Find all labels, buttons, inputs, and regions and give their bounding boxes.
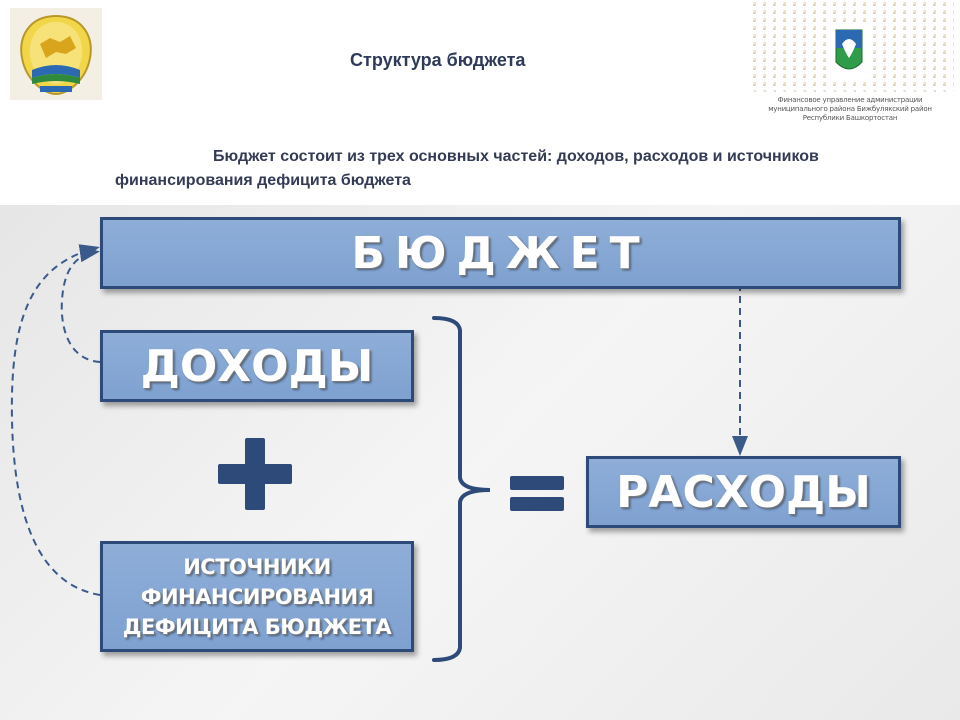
- deficit-sources-label: ИСТОЧНИКИ ФИНАНСИРОВАНИЯ ДЕФИЦИТА БЮДЖЕТ…: [122, 554, 392, 639]
- page-title: Структура бюджета: [350, 50, 526, 70]
- expenses-block: РАСХОДЫ: [586, 456, 901, 528]
- district-coat-of-arms-icon: ƨ: [748, 0, 954, 92]
- budget-block: БЮДЖЕТ: [100, 217, 901, 289]
- header: Структура бюджета ƨ Финансовое управлени…: [0, 0, 960, 205]
- intro-text: Бюджет состоит из трех основных частей: …: [115, 148, 819, 189]
- income-label: ДОХОДЫ: [140, 340, 374, 392]
- expenses-label: РАСХОДЫ: [616, 466, 871, 518]
- deficit-sources-block: ИСТОЧНИКИ ФИНАНСИРОВАНИЯ ДЕФИЦИТА БЮДЖЕТ…: [100, 541, 414, 652]
- budget-label: БЮДЖЕТ: [351, 227, 650, 279]
- corner-caption: Финансовое управление администрации муни…: [768, 96, 932, 122]
- bashkortostan-emblem-icon: [10, 8, 102, 100]
- income-block: ДОХОДЫ: [100, 330, 414, 402]
